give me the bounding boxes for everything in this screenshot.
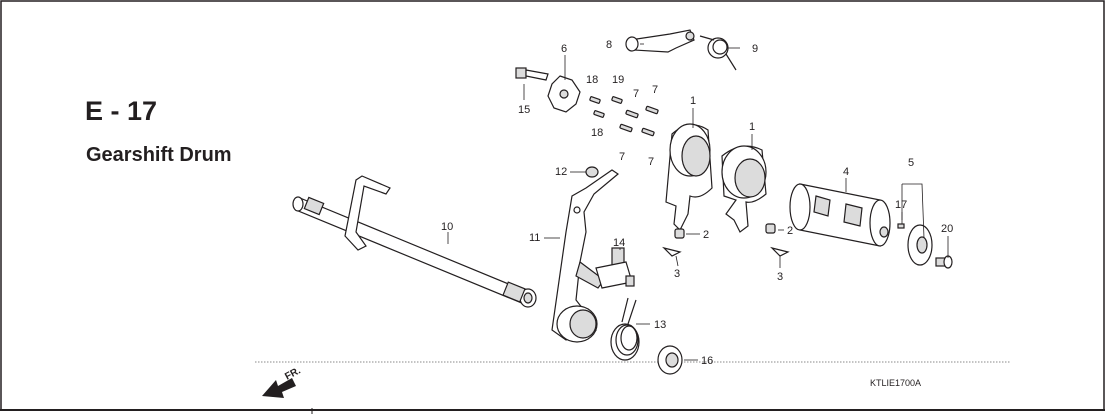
callout-labels: 1 1 2 2 3 3 4 5 6 7 7 7 7 8 9 10 11 12 1… (441, 39, 953, 367)
return-spring (610, 297, 640, 361)
callout-label: 19 (612, 74, 624, 86)
front-direction-arrow-icon: FR. (262, 365, 303, 398)
callout-label: 5 (908, 157, 914, 169)
gearshift-spindle-arm (551, 169, 620, 343)
return-spring-pin (595, 247, 635, 289)
callout-label: 2 (703, 229, 709, 241)
drum-stopper-arm (625, 29, 695, 53)
gearshift-drum (789, 183, 891, 247)
callout-label: 11 (529, 232, 540, 244)
stopper-plate (585, 166, 599, 178)
callout-label: 7 (619, 151, 625, 163)
callout-label: 8 (606, 39, 612, 51)
callout-label: 4 (843, 166, 849, 178)
callout-label: 9 (752, 43, 758, 55)
diagram-code: KTLIE1700A (870, 378, 922, 388)
callout-label: 18 (586, 74, 598, 86)
drum-center (907, 224, 933, 266)
section-code: E - 17 (85, 96, 158, 126)
shift-fork-shaft (292, 175, 537, 308)
guide-pins-and-clips (662, 223, 905, 257)
callout-label: 20 (941, 223, 953, 235)
front-marker: FR. (283, 365, 303, 382)
section-title: Gearshift Drum (86, 144, 232, 166)
callout-label: 3 (777, 271, 783, 283)
shift-fork-right (721, 145, 767, 233)
callout-label: 14 (613, 237, 625, 249)
flange-bolt (515, 67, 549, 81)
socket-bolt (935, 255, 953, 269)
collar (657, 345, 683, 375)
callout-label: 1 (690, 95, 696, 107)
shift-fork-left (665, 123, 713, 232)
stopper-arm-spring (699, 35, 737, 71)
callout-label: 10 (441, 221, 453, 233)
callout-label: 12 (555, 166, 567, 178)
callout-label: 15 (518, 104, 530, 116)
callout-label: 6 (561, 43, 567, 55)
leader-lines (447, 43, 949, 361)
callout-label: 7 (648, 156, 654, 168)
callout-label: 1 (749, 121, 755, 133)
callout-label: 13 (654, 319, 666, 331)
shift-cam-plate (547, 75, 581, 113)
callout-label: 7 (652, 84, 658, 96)
callout-label: 7 (633, 88, 639, 100)
dowel-pins (589, 96, 659, 137)
callout-label: 18 (591, 127, 603, 139)
callout-label: 16 (701, 355, 713, 367)
callout-label: 2 (787, 225, 793, 237)
callout-label: 3 (674, 268, 680, 280)
callout-label: 17 (895, 199, 907, 211)
